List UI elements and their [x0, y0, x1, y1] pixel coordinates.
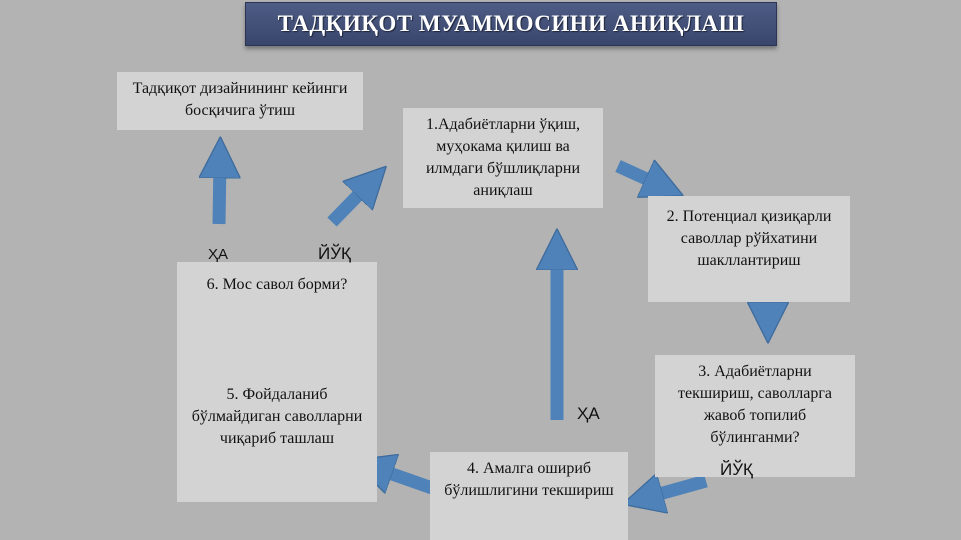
arrow-step3-to-step4 — [645, 481, 708, 498]
box-step3: 3. Адабиётларни текшириш, саволларга жав… — [655, 355, 855, 477]
box-next-stage-text: Тадқиқот дизайнининг кейинги босқичига ў… — [132, 80, 348, 119]
box-step1: 1.Адабиётларни ўқиш, муҳокама қилиш ва и… — [403, 108, 603, 208]
label-yes-left: ҲА — [208, 246, 229, 263]
arrow-yes-to-next-stage — [219, 160, 220, 225]
box-step1-text: 1.Адабиётларни ўқиш, муҳокама қилиш ва и… — [425, 116, 581, 199]
box-step3-text: 3. Адабиётларни текшириш, саволларга жав… — [678, 363, 832, 446]
box-step4: 4. Амалга ошириб бўлишлигини текшириш — [430, 452, 628, 540]
box-step2: 2. Потенциал қизиқарли саволлар рўйхатин… — [648, 196, 850, 302]
box-next-stage: Тадқиқот дизайнининг кейинги босқичига ў… — [117, 72, 363, 130]
label-no-right: ЙЎҚ — [720, 460, 753, 479]
label-yes-center: ҲА — [577, 404, 600, 423]
arrow-step4-to-step5 — [375, 468, 435, 495]
box-step6: 6. Мос савол борми? — [177, 262, 377, 374]
label-no-left: ЙЎҚ — [318, 244, 351, 263]
box-step2-text: 2. Потенциал қизиқарли саволлар рўйхатин… — [666, 208, 832, 269]
box-step4-text: 4. Амалга ошириб бўлишлигини текшириш — [444, 460, 614, 499]
page-title: ТАДҚИҚОТ МУАММОСИНИ АНИҚЛАШ — [277, 11, 745, 36]
title-banner: ТАДҚИҚОТ МУАММОСИНИ АНИҚЛАШ — [245, 2, 777, 46]
box-step5-text: 5. Фойдаланиб бўлмайдиган саволларни чиқ… — [191, 386, 363, 447]
box-step6-text: 6. Мос савол борми? — [206, 276, 348, 293]
arrow-step1-to-step2 — [615, 166, 662, 186]
box-step5: 5. Фойдаланиб бўлмайдиган саволларни чиқ… — [177, 374, 377, 502]
arrow-no-to-step1 — [327, 183, 370, 227]
